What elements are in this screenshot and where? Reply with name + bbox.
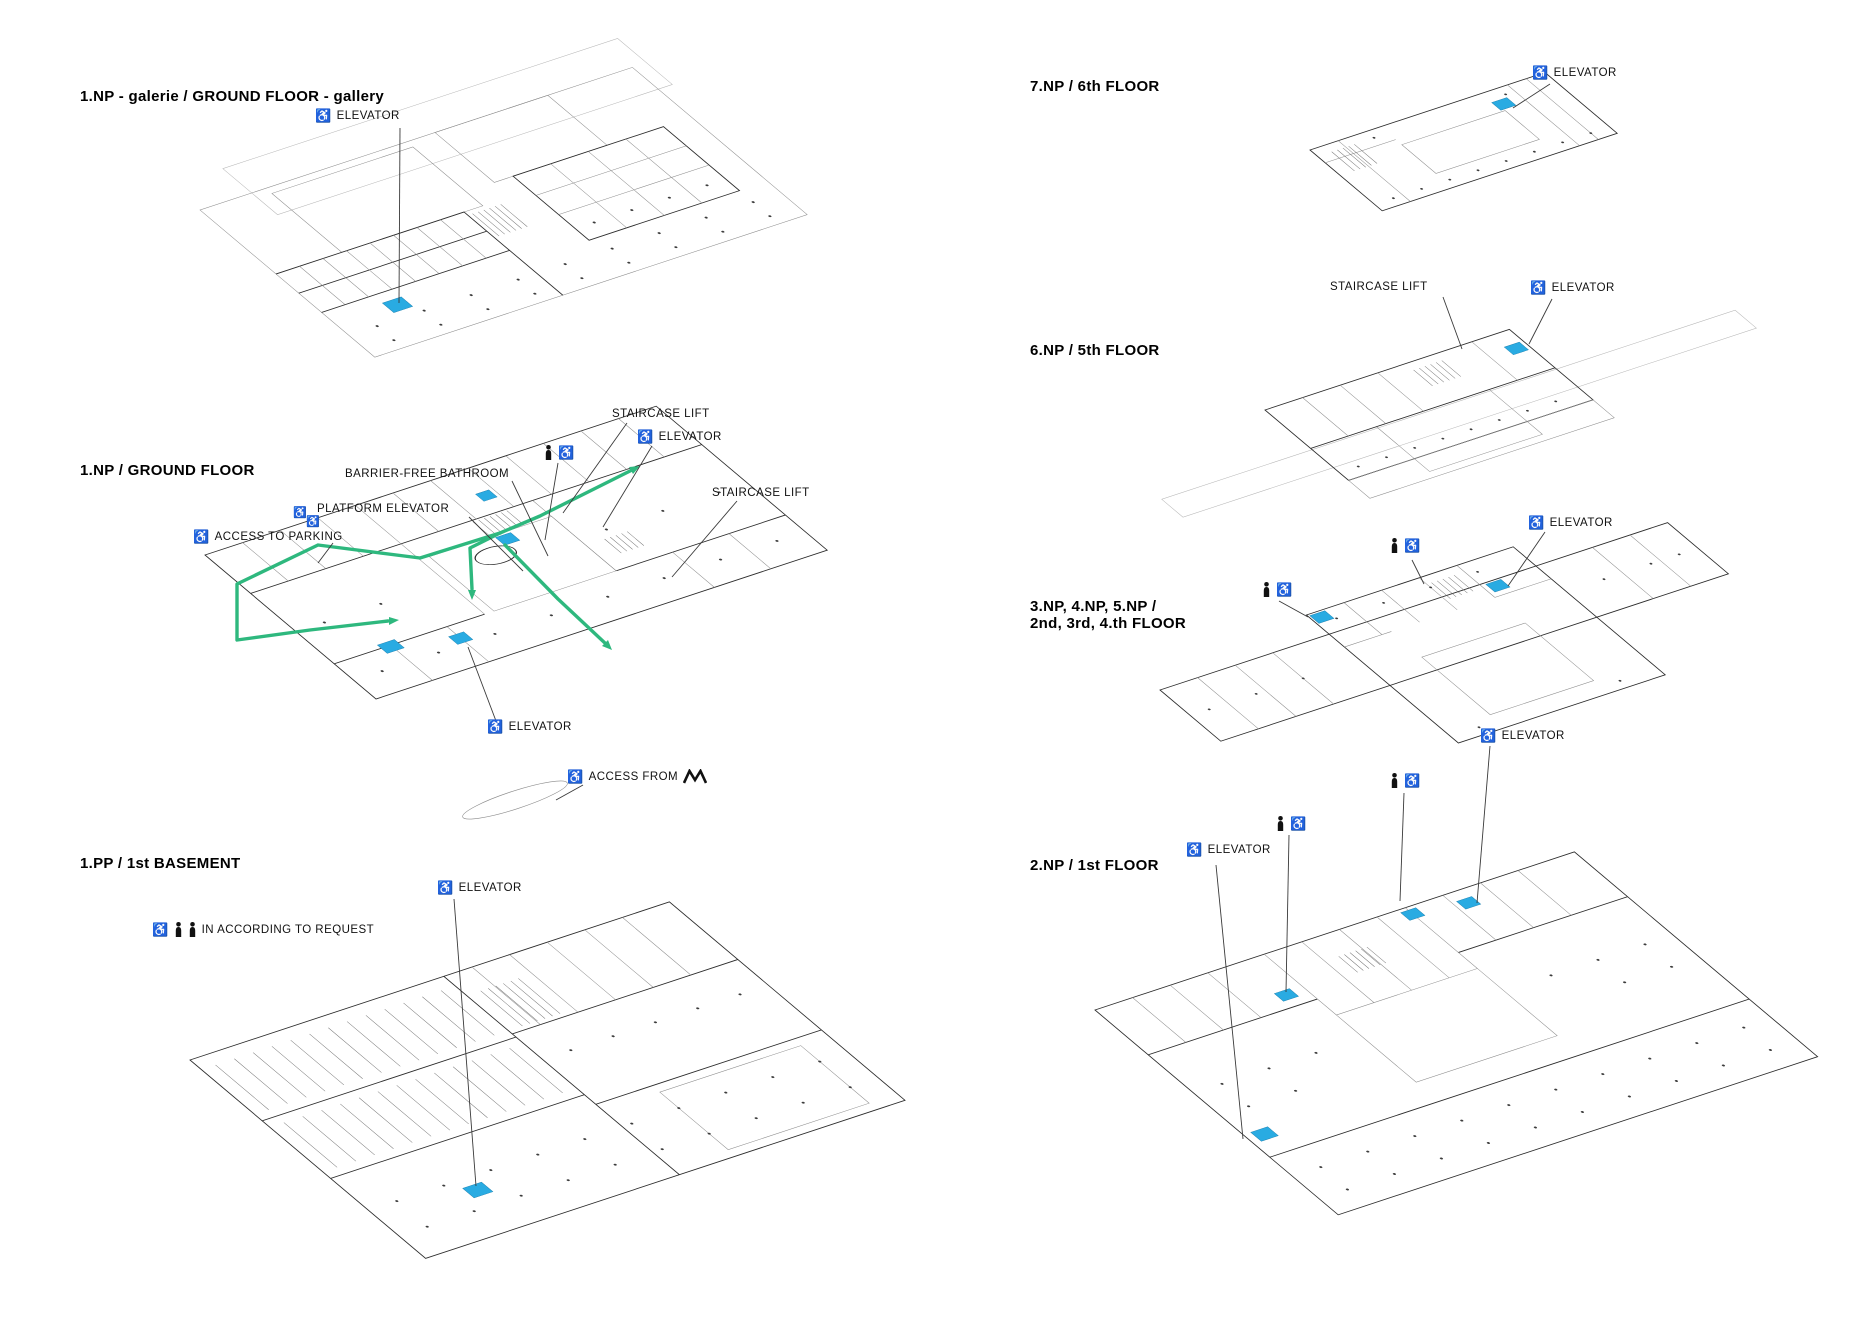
elevator-marker [381,296,414,313]
elevator-marker [1250,1126,1279,1142]
staircase-lift-marker [475,489,498,502]
elevator-marker [1485,579,1511,593]
elevator-marker [1491,97,1517,111]
label-access-to-parking: ♿ ACCESS TO PARKING [193,529,343,544]
elevator-marker [448,631,474,645]
wheelchair-icon: ♿ [567,769,584,784]
title-ground: 1.NP / GROUND FLOOR [80,462,255,479]
wheelchair-icon: ♿ [193,529,210,544]
label-elevator-center: ♿ ELEVATOR [487,719,572,734]
elevator-marker [495,532,521,546]
label-f6-staircase-lift: STAIRCASE LIFT [1330,281,1428,293]
elevator-marker [1400,907,1426,921]
person-icon [1277,816,1284,831]
leader-lines [317,83,1553,1187]
f345-access-icons-top: ♿ [1390,538,1421,553]
title-floor345-line2: 2nd, 3rd, 4.th FLOOR [1030,615,1187,632]
basement-floor-plan [189,901,906,1259]
wheelchair-icon: ♿ [558,445,575,460]
title-floor2: 2.NP / 1st FLOOR [1030,857,1159,874]
person-icon [545,445,552,460]
wheelchair-icon: ♿ [1480,728,1497,743]
wheelchair-icon: ♿ [437,880,454,895]
label-elevator-top: ♿ ELEVATOR [637,429,722,444]
floor345-plan [1159,522,1730,744]
floor7-plan [1309,72,1619,212]
label-f2-elevator-left: ♿ ELEVATOR [1186,842,1271,857]
route-arrow-to-metro [602,640,612,650]
wheelchair-icon: ♿ [637,429,654,444]
elevator-marker [376,639,405,654]
person-icon [1263,582,1270,597]
wheelchair-icon: ♿ [152,922,169,937]
label-gallery-elevator: ♿ ELEVATOR [315,108,400,123]
route-arrow-down [468,590,476,600]
wheelchair-icon: ♿ [1276,582,1293,597]
label-basement-elevator: ♿ ELEVATOR [437,880,522,895]
f2-access-icons-top: ♿ [1390,773,1421,788]
title-floor345: 3.NP, 4.NP, 5.NP / 2nd, 3rd, 4.th FLOOR [1030,598,1186,632]
wheelchair-icon: ♿ [1530,280,1547,295]
elevator-marker [1503,341,1529,356]
wheelchair-icon: ♿ [1404,773,1421,788]
elevator-marker [1309,610,1335,624]
label-staircase-lift-right: STAIRCASE LIFT [712,487,810,499]
elevator-marker [462,1181,494,1199]
person-icon [175,922,181,937]
gallery-floor-plan [199,38,808,358]
label-f7-elevator: ♿ ELEVATOR [1532,65,1617,80]
wheelchair-icon: ♿ [1528,515,1545,530]
wheelchair-icon: ♿ [1532,65,1549,80]
label-barrier-free-bathroom: BARRIER-FREE BATHROOM [345,468,510,480]
person-icon [1391,538,1398,553]
person-icon [189,922,195,937]
accessible-parking-icon: ♿ [306,516,320,528]
wheelchair-icon: ♿ [1404,538,1421,553]
label-basement-request: ♿ IN ACCORDING TO REQUEST [152,922,375,937]
elevator-marker [1456,896,1482,910]
label-f345-elevator: ♿ ELEVATOR [1528,515,1613,530]
title-basement: 1.PP / 1st BASEMENT [80,855,241,872]
route-arrow-to-lift [629,466,640,474]
title-floor345-line1: 3.NP, 4.NP, 5.NP / [1030,598,1157,615]
floor6-plan [1161,309,1757,518]
accessible-route [235,466,640,650]
wheelchair-icon: ♿ [1290,816,1307,831]
accessible-parking-icon: ♿ [293,507,307,519]
metro-logo-icon [683,769,708,784]
label-f2-elevator-top: ♿ ELEVATOR [1480,728,1565,743]
label-access-from-metro: ♿ ACCESS FROM [567,769,708,784]
wheelchair-icon: ♿ [315,108,332,123]
elevator-marker [1273,988,1299,1002]
label-f6-elevator: ♿ ELEVATOR [1530,280,1615,295]
title-floor7: 7.NP / 6th FLOOR [1030,78,1160,95]
title-floor6: 6.NP / 5th FLOOR [1030,342,1160,359]
ramp-outline [462,780,568,820]
route-arrow-right [389,617,399,625]
person-icon [1391,773,1398,788]
wheelchair-icon: ♿ [1186,842,1203,857]
label-platform-elevator: PLATFORM ELEVATOR [317,503,450,515]
title-gallery: 1.NP - galerie / GROUND FLOOR - gallery [80,88,384,105]
f2-access-icons-left: ♿ [1276,816,1307,831]
floor2-plan [1094,851,1819,1216]
bathroom-icons: ♿ [544,445,575,460]
wheelchair-icon: ♿ [487,719,504,734]
f345-access-icons-left: ♿ [1262,582,1293,597]
label-staircase-lift-top: STAIRCASE LIFT [612,408,710,420]
